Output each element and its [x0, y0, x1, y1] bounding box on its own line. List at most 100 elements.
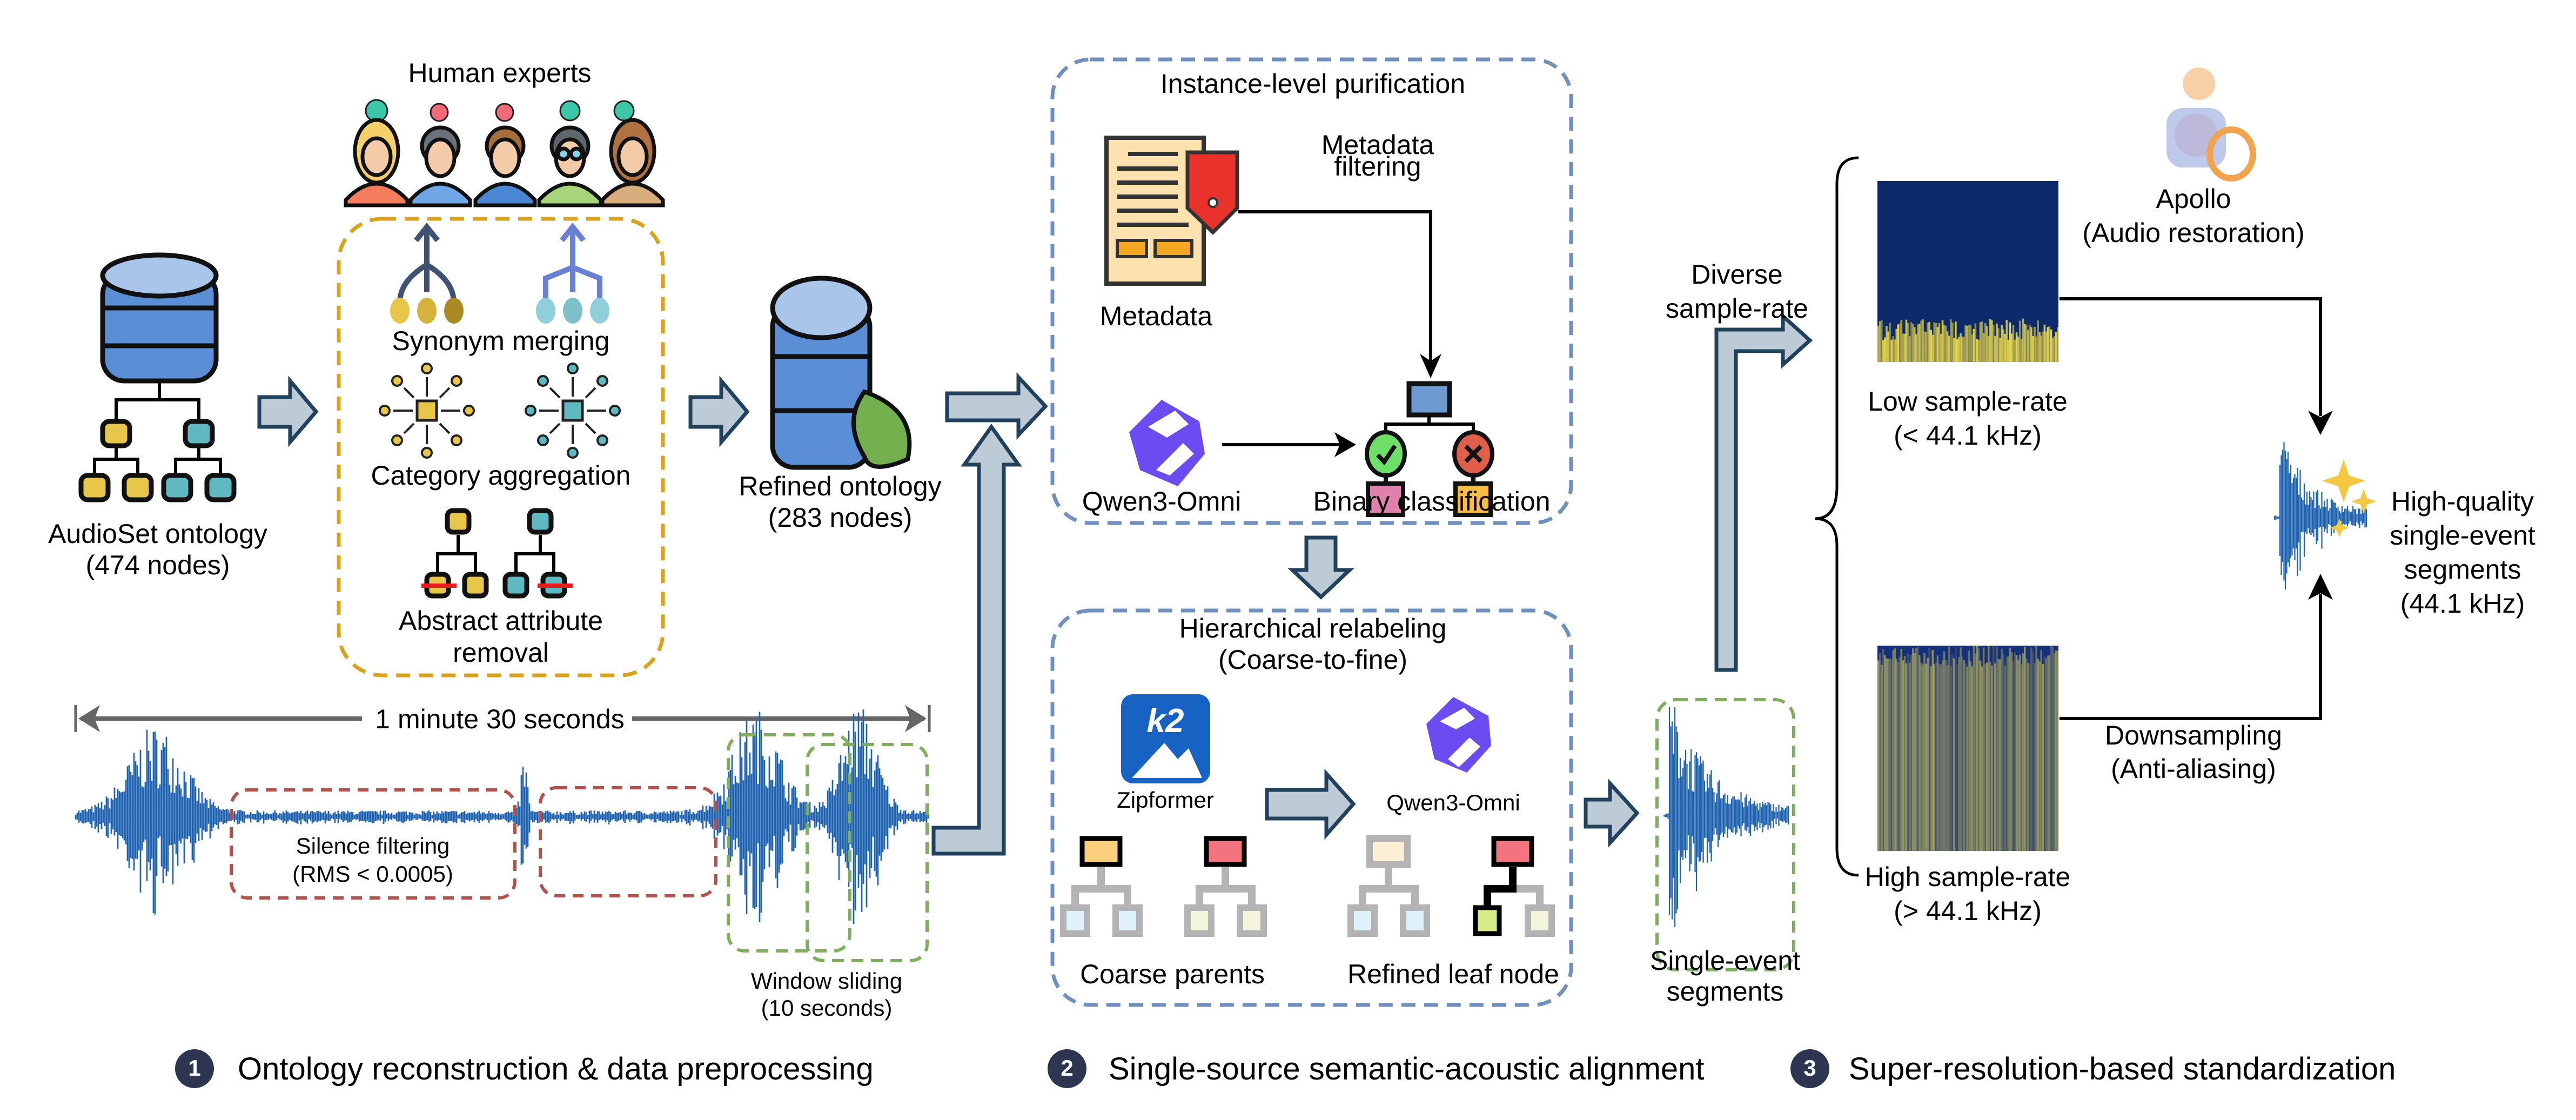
spectrogram-bin [2055, 332, 2057, 362]
spectrogram-bin [1923, 653, 1926, 851]
refined-leaf-label: Refined leaf node [1347, 959, 1559, 989]
spectrogram-bin [1890, 659, 1893, 851]
spectrogram-bin [1900, 648, 1903, 851]
spectrogram-bin [2022, 653, 2024, 851]
spectrogram-bin [2018, 654, 2021, 851]
arrow-audioset-to-refinement [257, 375, 319, 447]
spectrogram-bin [1966, 326, 1968, 362]
metadata-filtering-label-1: Metadata [1321, 130, 1434, 160]
low-sample-rate-label-2: (< 44.1 kHz) [1894, 420, 2042, 451]
arrow-refined-to-purification [945, 372, 1048, 440]
spectrogram-bin [2012, 661, 2015, 851]
spectrogram-bin [2038, 661, 2041, 851]
metadata-filter-connector [1238, 210, 1432, 366]
hq-label-1: High-quality [2391, 486, 2534, 517]
legend-label-2: Single-source semantic-acoustic alignmen… [1109, 1051, 1705, 1087]
qwen-logo-small-icon [1426, 697, 1491, 773]
spectrogram-bin [1894, 648, 1896, 851]
arrow-zipformer-to-qwen [1265, 768, 1356, 840]
single-event-box [1655, 698, 1795, 971]
category-aggregation-icon [379, 363, 621, 459]
spectrogram-bin [1881, 665, 1883, 851]
spectrogram-bin [1884, 337, 1886, 362]
spectrogram-bin [2025, 324, 2028, 362]
spectrogram-bin [1884, 655, 1886, 851]
spectrogram-bin [1950, 319, 1952, 362]
spectrogram-bin [1993, 646, 1995, 851]
spectrogram-bin [1986, 326, 1988, 362]
spectrogram-bin [1940, 665, 1942, 851]
qwen-logo-icon [1129, 400, 1205, 486]
spectrogram-bin [1895, 328, 1897, 362]
spectrogram-bin [1881, 320, 1883, 362]
diverse-label-1: Diverse [1691, 259, 1782, 290]
spectrogram-bin [2002, 329, 2004, 362]
spectrogram-bin [2047, 327, 2049, 362]
spectrogram-bin [1940, 333, 1942, 362]
qwen-small-label: Qwen3-Omni [1386, 790, 1520, 815]
relabeling-box [1050, 608, 1573, 1007]
spectrogram-bin [1889, 658, 1891, 851]
step-badge-2 [1048, 1049, 1086, 1088]
k2-logo-text: k2 [1147, 702, 1184, 740]
stage-3-standardization: Diverse sample-rate Low sample-rate (< 4… [1666, 68, 2535, 926]
spectrogram-bin [1877, 660, 1880, 851]
spectrogram-bin [2032, 336, 2034, 362]
waveform-trace [1663, 707, 1789, 927]
spectrogram-bin [1905, 663, 1908, 851]
spectrogram-bin [2029, 663, 2031, 851]
diverse-label-2: sample-rate [1666, 293, 1808, 324]
spectrogram-bin [1989, 661, 1991, 851]
spectrogram-bin [2021, 664, 2023, 851]
spectrogram-bin [1933, 664, 1935, 851]
step-badge-1 [175, 1049, 214, 1088]
spectrogram-bin [1981, 666, 1983, 851]
downsampling-label-2: (Anti-aliasing) [2111, 754, 2276, 784]
spectrogram-bin [1971, 334, 1974, 362]
spectrogram-bin [1882, 339, 1884, 362]
spectrogram-bin [1963, 660, 1965, 851]
spectrogram-bin [1910, 322, 1913, 362]
human-experts-label: Human experts [408, 58, 591, 88]
legend-label-3: Super-resolution-based standardization [1849, 1051, 2396, 1087]
apollo-connector [2060, 297, 2322, 416]
spectrogram-bin [1927, 658, 1929, 851]
coarse-parents-icon [1060, 836, 1267, 937]
arrow-segments-to-diverse [1714, 312, 1813, 672]
low-sample-rate-spectrogram [1877, 181, 2059, 362]
spectrogram-bin [2002, 654, 2004, 851]
spectrogram-bin [1910, 654, 1913, 851]
spectrogram-bin [2017, 660, 2020, 851]
arrow-relabeling-to-segments [1584, 778, 1640, 848]
spectrogram-bin [1933, 322, 1935, 362]
synonym-merging-label: Synonym merging [392, 326, 610, 356]
spectrogram-bin [1930, 666, 1932, 851]
spectrogram-bin [1984, 323, 1987, 362]
spectrogram-bin [2034, 662, 2036, 851]
spectrogram-bin [2047, 655, 2049, 851]
ontology-refinement-box [337, 217, 665, 678]
spectrogram-bin [1951, 323, 1954, 362]
spectrogram-bin [1946, 665, 1949, 851]
spectrogram-bin [2045, 331, 2048, 362]
spectrogram-bin [1935, 323, 1937, 362]
spectrogram-bin [1938, 663, 1941, 851]
spectrogram-bin [2010, 333, 2013, 362]
spectrogram-bin [1908, 662, 1911, 851]
spectrogram-bin [1925, 332, 1927, 362]
spectrogram-bin [1935, 662, 1937, 851]
refined-ontology-title: Refined ontology [739, 471, 941, 501]
waveform-trace [2273, 442, 2367, 590]
spectrogram-bin [1960, 647, 1962, 851]
spectrogram-bin [1956, 339, 1958, 362]
arrowhead-down [2308, 411, 2333, 435]
spectrogram-bin [1887, 331, 1889, 362]
legend-item-2: 2 Single-source semantic-acoustic alignm… [1048, 1049, 1705, 1088]
relabeling-title-2: (Coarse-to-fine) [1218, 645, 1407, 675]
spectrogram-bin [1976, 646, 1978, 851]
spectrogram-bin [1964, 663, 1967, 851]
spectrogram-bin [1955, 321, 1957, 362]
spectrogram-bin [1951, 655, 1954, 851]
spectrogram-bin [1899, 657, 1901, 851]
spectrogram-bin [1958, 337, 1960, 362]
